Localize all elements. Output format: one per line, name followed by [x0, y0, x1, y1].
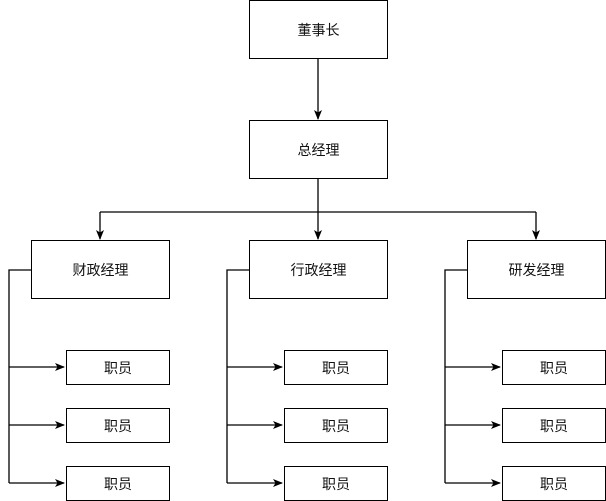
admin-manager-node: 行政经理 — [249, 240, 388, 299]
general-manager-node: 总经理 — [249, 120, 388, 179]
admin-staff-node: 职员 — [284, 466, 388, 501]
finance-staff-node: 职员 — [66, 408, 170, 443]
edge-finance-spine — [8, 269, 31, 483]
admin-staff-node: 职员 — [284, 408, 388, 443]
rd-staff-node: 职员 — [502, 408, 606, 443]
rd-manager-node: 研发经理 — [467, 240, 606, 299]
rd-staff-node: 职员 — [502, 466, 606, 501]
rd-staff-node: 职员 — [502, 350, 606, 385]
finance-staff-node: 职员 — [66, 466, 170, 501]
finance-manager-node: 财政经理 — [31, 240, 170, 299]
finance-staff-node: 职员 — [66, 350, 170, 385]
edge-admin-spine — [226, 269, 249, 483]
chairman-node: 董事长 — [249, 0, 388, 59]
edge-rd-spine — [444, 269, 467, 483]
admin-staff-node: 职员 — [284, 350, 388, 385]
